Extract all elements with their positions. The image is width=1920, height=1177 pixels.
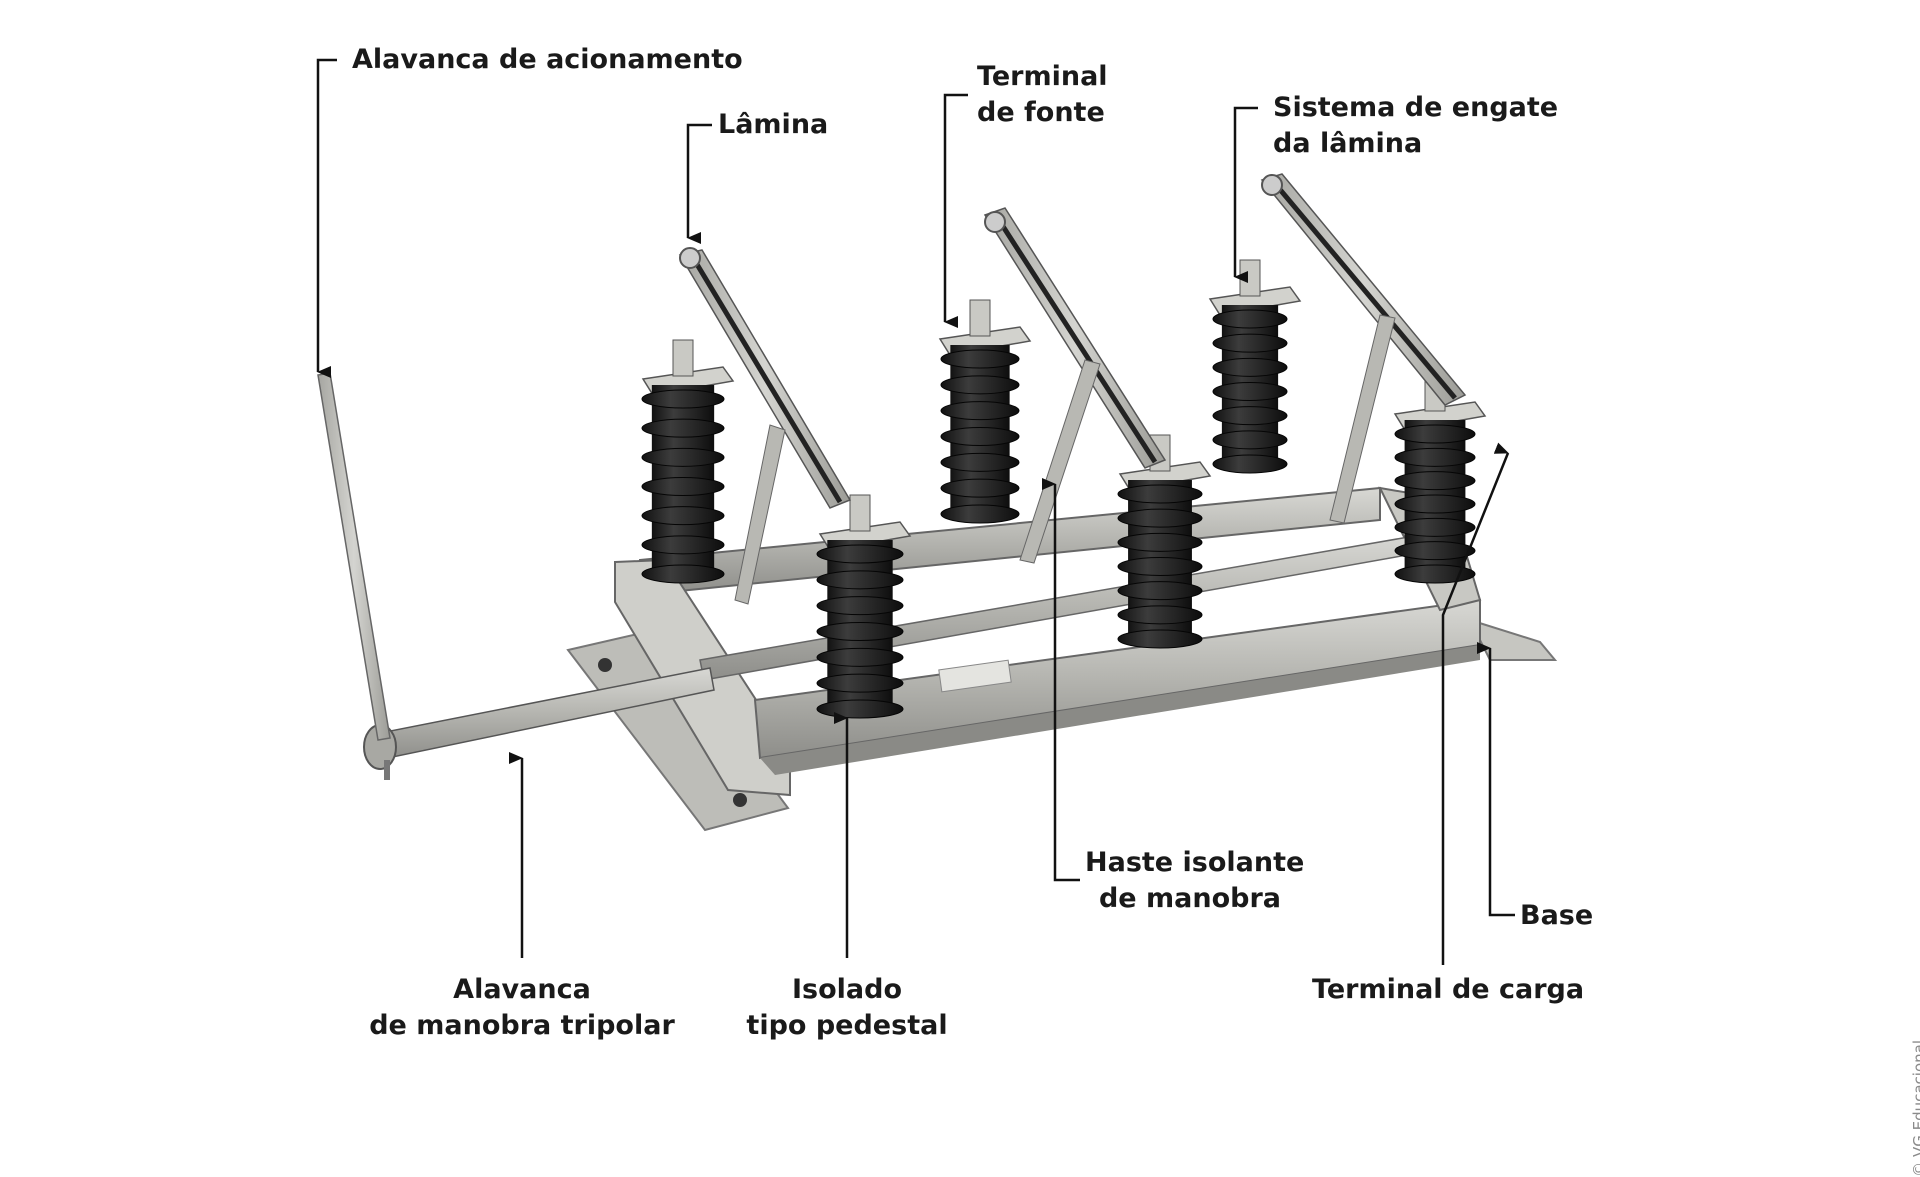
insulator-back-middle <box>938 299 1032 524</box>
leader-terminal-carga <box>1441 442 1510 965</box>
leader-haste-isolante <box>1042 478 1080 882</box>
insulator-back-right <box>1208 259 1302 474</box>
leader-base <box>1477 642 1515 917</box>
leader-sistema-engate <box>1233 106 1258 283</box>
switch-illustration <box>316 58 1558 965</box>
actuating-lever <box>317 372 391 741</box>
label-base: Base <box>1520 900 1594 931</box>
credit-text: © VG Educacional <box>1910 1040 1920 1177</box>
leader-lines <box>316 58 1515 965</box>
label-isolado-pedestal: Isolado tipo pedestal <box>746 974 948 1041</box>
leader-alavanca-acionamento <box>316 58 337 378</box>
leader-lamina <box>686 123 712 244</box>
insulator-front-right <box>1393 374 1487 584</box>
label-terminal-fonte: Terminal de fonte <box>977 61 1108 128</box>
label-alavanca-acionamento: Alavanca de acionamento <box>352 44 743 75</box>
label-haste-isolante: Haste isolante de manobra <box>1085 847 1305 914</box>
insulator-back-left <box>641 339 735 584</box>
insulators <box>641 259 1487 719</box>
blades <box>678 173 1467 605</box>
label-terminal-carga: Terminal de carga <box>1312 974 1585 1005</box>
insulator-front-middle <box>1117 434 1212 649</box>
insulator-front-left <box>816 494 912 719</box>
leader-terminal-fonte <box>943 93 968 328</box>
label-alavanca-manobra: Alavanca de manobra tripolar <box>369 974 675 1041</box>
label-lamina: Lâmina <box>718 109 829 140</box>
label-sistema-engate: Sistema de engate da lâmina <box>1273 92 1559 159</box>
